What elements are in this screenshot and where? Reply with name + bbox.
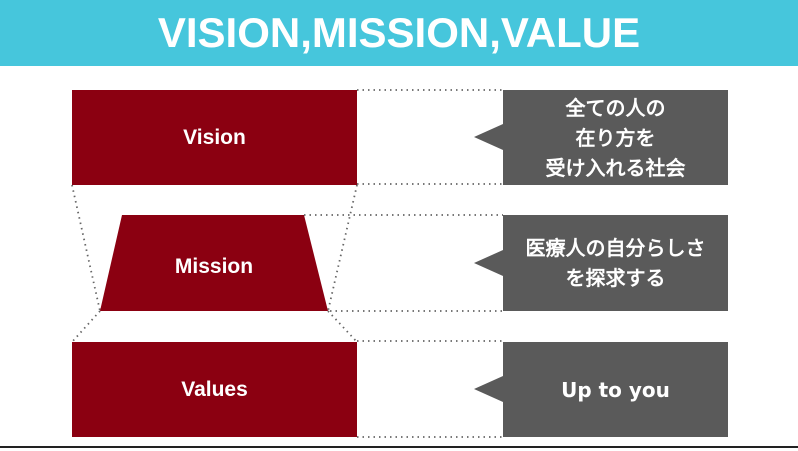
header-banner: VISION,MISSION,VALUE bbox=[0, 0, 798, 66]
values-box bbox=[72, 342, 357, 437]
values-description: Up to you bbox=[561, 377, 670, 402]
page-title: VISION,MISSION,VALUE bbox=[157, 9, 641, 56]
vision-callout-pointer bbox=[474, 124, 503, 150]
mission-description: 医療人の自分らしさ を探求する bbox=[525, 236, 706, 290]
values-callout-box bbox=[503, 342, 728, 437]
vision-callout-box bbox=[503, 90, 728, 185]
vision-box bbox=[72, 90, 357, 185]
values-callout-pointer bbox=[474, 376, 503, 402]
mission-trapezoid bbox=[100, 215, 328, 311]
vision-description: 全ての人の 在り方を 受け入れる社会 bbox=[545, 95, 686, 180]
vision-label: Vision bbox=[183, 125, 246, 149]
mission-callout-box bbox=[503, 215, 728, 311]
mission-callout-pointer bbox=[474, 250, 503, 276]
bottom-divider bbox=[0, 446, 798, 448]
values-label: Values bbox=[181, 377, 248, 401]
mission-label: Mission bbox=[174, 255, 254, 278]
dotted-guides bbox=[71, 89, 503, 438]
